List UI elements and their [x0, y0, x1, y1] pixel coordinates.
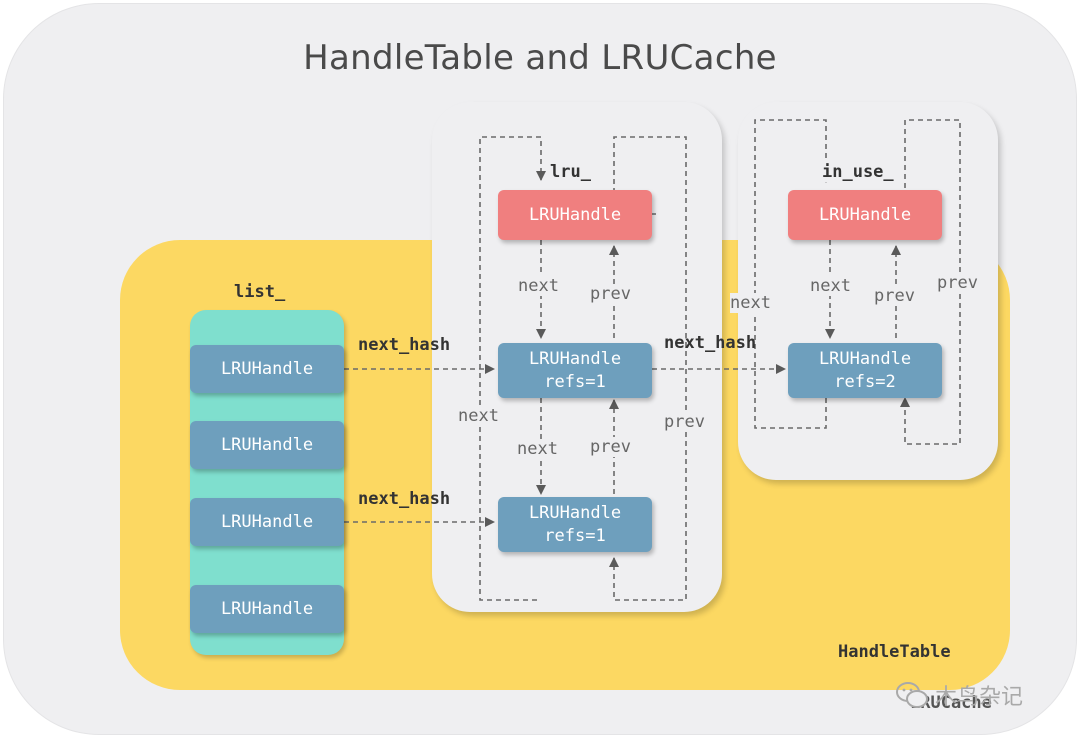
inuse-prev-label: prev: [874, 286, 915, 306]
lru-node-2-refs: refs=1: [544, 525, 606, 546]
inuse-node-1: LRUHandle refs=2: [788, 343, 942, 398]
next-hash-label-3: next_hash: [664, 333, 757, 353]
lru-next-label-1: next: [518, 276, 559, 296]
lru-prev-label-1: prev: [590, 284, 631, 304]
lru-node-1-name: LRUHandle: [528, 349, 622, 370]
inuse-next-label: next: [810, 276, 851, 296]
handletable-label: HandleTable: [838, 642, 951, 662]
inuse-outer-prev-label: prev: [937, 273, 978, 293]
inuse-outer-next-label: next: [730, 293, 771, 313]
lru-next-label-2: next: [517, 439, 558, 459]
next-hash-label-1: next_hash: [358, 335, 451, 355]
lru-outer-prev-loop: [609, 136, 687, 601]
list-node-2: LRUHandle: [190, 421, 344, 469]
lru-outer-next-label: next: [458, 406, 499, 426]
lru-outer-prev-label: prev: [664, 412, 705, 432]
watermark: 木鸟杂记: [895, 675, 1055, 715]
lru-outer-next-loop: [479, 136, 546, 601]
list-label: list_: [234, 282, 286, 302]
in-use-label: in_use_: [820, 162, 896, 182]
inuse-outer-next-loop: [754, 119, 831, 429]
watermark-text: 木鸟杂记: [935, 685, 1024, 710]
list-node-4: LRUHandle: [190, 585, 344, 633]
lru-node-1-refs: refs=1: [544, 371, 606, 392]
lru-label: lru_: [548, 162, 593, 182]
inuse-node-1-name: LRUHandle: [818, 349, 912, 370]
lru-head-node: LRUHandle: [498, 190, 652, 240]
lrucache-label: LRUCache: [910, 693, 992, 713]
lru-node-1: LRUHandle refs=1: [498, 343, 652, 398]
inuse-node-1-refs: refs=2: [834, 371, 896, 392]
lru-node-2: LRUHandle refs=1: [498, 497, 652, 552]
inuse-head-node: LRUHandle: [788, 190, 942, 240]
lru-prev-label-2: prev: [590, 437, 631, 457]
lru-node-2-name: LRUHandle: [528, 503, 622, 524]
list-node-1: LRUHandle: [190, 345, 344, 393]
next-hash-label-2: next_hash: [358, 489, 451, 509]
diagram-title: HandleTable and LRUCache: [303, 38, 777, 78]
list-node-3: LRUHandle: [190, 498, 344, 546]
wechat-icon: [896, 682, 928, 708]
